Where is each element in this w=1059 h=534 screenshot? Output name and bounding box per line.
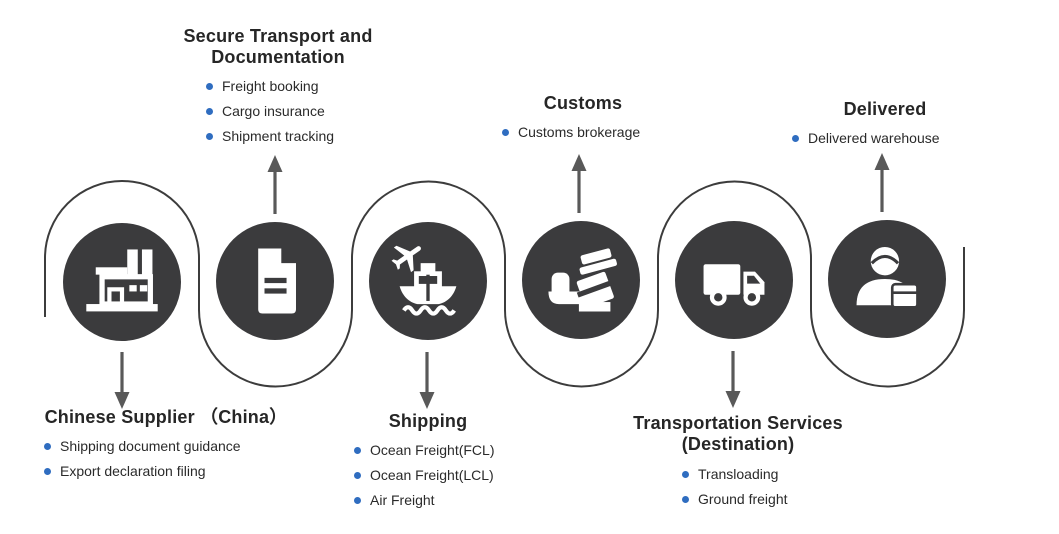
bullet-dot <box>792 134 799 142</box>
stage-title: Customs <box>543 93 623 113</box>
stage-node-transportation <box>675 221 793 339</box>
bullet-item: Cargo insurance <box>206 104 398 118</box>
arrow-up-icon-stage4 <box>571 154 587 213</box>
stage-label-transportation-services: Transportation Services (Destination) Tr… <box>616 413 860 506</box>
bullet-list: Transloading Ground freight <box>682 467 860 506</box>
customs-officer-icon <box>548 248 617 312</box>
bullet-item: Freight booking <box>206 79 398 93</box>
bullet-text: Customs brokerage <box>518 124 641 140</box>
bullet-item: Transloading <box>682 467 860 481</box>
ship-and-plane-icon <box>391 245 457 316</box>
bullet-dot <box>682 470 689 478</box>
stage-label-chinese-supplier: Chinese Supplier （China） Shipping docume… <box>28 407 304 478</box>
stage-title-line: Secure Transport and <box>183 26 373 46</box>
arrow-down-icon-stage1 <box>114 352 130 409</box>
truck-icon <box>703 264 765 306</box>
stage-title: Chinese Supplier （China） <box>44 407 288 427</box>
bullet-list: Freight booking Cargo insurance Shipment… <box>206 79 398 143</box>
stage-node-customs <box>522 221 640 339</box>
bullet-dot <box>44 442 51 450</box>
stage-title: Secure Transport and Documentation <box>158 26 398 68</box>
bullet-item: Shipment tracking <box>206 129 398 143</box>
bullet-item: Shipping document guidance <box>44 439 304 453</box>
stage-node-chinese-supplier <box>63 223 181 341</box>
stage-label-customs: Customs Customs brokerage <box>494 93 672 139</box>
stage-node-documentation <box>216 222 334 340</box>
bullet-list: Delivered warehouse <box>792 131 978 145</box>
bullet-dot <box>354 496 361 504</box>
bullet-text: Shipping document guidance <box>60 438 241 454</box>
delivery-person-icon <box>856 246 919 309</box>
bullet-list: Shipping document guidance Export declar… <box>44 439 304 478</box>
bullet-item: Delivered warehouse <box>792 131 978 145</box>
bullet-text: Export declaration filing <box>60 463 206 479</box>
arrow-up-icon-stage6 <box>874 153 890 212</box>
stage-title: Transportation Services (Destination) <box>616 413 860 455</box>
bullet-item: Air Freight <box>354 493 518 507</box>
stage-title: Delivered <box>843 99 927 119</box>
bullet-item: Ground freight <box>682 492 860 506</box>
bullet-text: Ocean Freight(LCL) <box>370 467 494 483</box>
bullet-dot <box>354 446 361 454</box>
stage-node-delivered <box>828 220 946 338</box>
bullet-dot <box>206 132 213 140</box>
bullet-dot <box>206 82 213 90</box>
arrow-down-icon-stage3 <box>419 352 435 409</box>
serpentine-flow-line <box>44 180 965 388</box>
stage-title: Shipping <box>388 411 468 431</box>
bullet-text: Air Freight <box>370 492 435 508</box>
bullet-text: Delivered warehouse <box>808 130 940 146</box>
bullet-dot <box>44 467 51 475</box>
bullet-text: Shipment tracking <box>222 128 335 144</box>
bullet-text: Ground freight <box>698 491 788 507</box>
bullet-text: Ocean Freight(FCL) <box>370 442 495 458</box>
bullet-item: Ocean Freight(FCL) <box>354 443 518 457</box>
bullet-dot <box>682 495 689 503</box>
bullet-text: Transloading <box>698 466 779 482</box>
stage-label-delivered: Delivered Delivered warehouse <box>792 99 978 145</box>
bullet-list: Ocean Freight(FCL) Ocean Freight(LCL) Ai… <box>354 443 518 507</box>
factory-icon <box>86 249 158 312</box>
bullet-item: Ocean Freight(LCL) <box>354 468 518 482</box>
bullet-dot <box>354 471 361 479</box>
bullet-list: Customs brokerage <box>502 125 672 139</box>
bullet-text: Cargo insurance <box>222 103 325 119</box>
stage-title-line: (Destination) <box>681 434 795 454</box>
arrow-down-icon-stage5 <box>725 351 741 408</box>
bullet-text: Freight booking <box>222 78 319 94</box>
bullet-dot <box>502 128 509 136</box>
stage-title-line: Transportation Services <box>633 413 843 433</box>
bullet-dot <box>206 107 213 115</box>
arrow-up-icon-stage2 <box>267 155 283 214</box>
bullet-item: Export declaration filing <box>44 464 304 478</box>
stage-node-shipping <box>369 222 487 340</box>
stage-label-secure-transport: Secure Transport and Documentation Freig… <box>158 26 398 143</box>
stage-label-shipping: Shipping Ocean Freight(FCL) Ocean Freigh… <box>338 411 518 507</box>
document-icon <box>258 245 299 314</box>
bullet-item: Customs brokerage <box>502 125 672 139</box>
stage-title-line: Documentation <box>211 47 345 67</box>
